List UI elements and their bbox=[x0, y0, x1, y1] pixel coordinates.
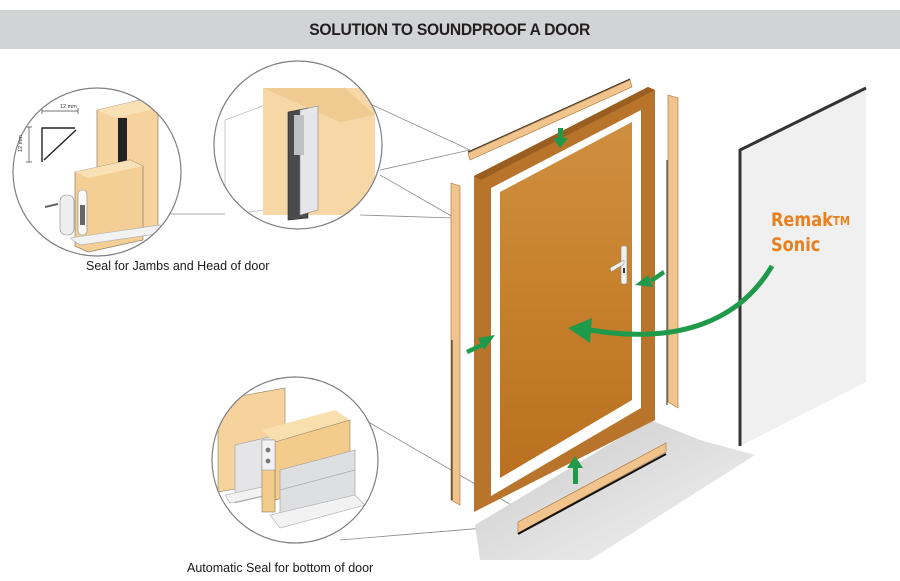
floor-shadow bbox=[475, 420, 755, 560]
bottom-seal-strip bbox=[517, 442, 667, 535]
caption-bottom-seal: Automatic Seal for bottom of door bbox=[187, 561, 374, 575]
caption-jamb-head-seal: Seal for Jambs and Head of door bbox=[86, 259, 270, 273]
detail-circle-3 bbox=[211, 376, 379, 544]
remak-sonic-panel bbox=[738, 86, 867, 446]
bottom-seal-detail-circle bbox=[212, 377, 378, 543]
door-handle bbox=[609, 245, 628, 285]
arrow-left-jamb-icon bbox=[466, 335, 495, 354]
arrow-head-seal-icon bbox=[553, 128, 568, 148]
head-seal-strip bbox=[467, 78, 633, 161]
dimension-label-height: 12 mm bbox=[18, 135, 24, 152]
detail-circle-2 bbox=[213, 60, 383, 230]
page-title: SOLUTION TO SOUNDPROOF A DOOR bbox=[309, 19, 591, 39]
arrow-bottom-seal-icon bbox=[567, 456, 583, 484]
jamb-seal-detail-circle bbox=[13, 88, 181, 256]
product-name-line1: Remak bbox=[771, 209, 833, 231]
detail-circle-1 bbox=[12, 87, 182, 257]
product-name-line2: Sonic bbox=[771, 234, 821, 256]
jamb-profile-detail-circle bbox=[214, 61, 382, 229]
door-leaf bbox=[500, 122, 632, 478]
right-jamb-seal-strip bbox=[666, 94, 679, 409]
dimension-label-width: 12 mm bbox=[60, 104, 77, 110]
left-jamb-seal-strip bbox=[450, 182, 461, 506]
product-name: RemakTM Sonic bbox=[771, 208, 850, 258]
arrow-right-jamb-icon bbox=[635, 270, 665, 287]
arrows bbox=[466, 128, 775, 484]
trademark-symbol: TM bbox=[832, 214, 850, 228]
title-bar: SOLUTION TO SOUNDPROOF A DOOR bbox=[0, 10, 900, 49]
arrow-curved-panel-icon bbox=[568, 264, 775, 343]
